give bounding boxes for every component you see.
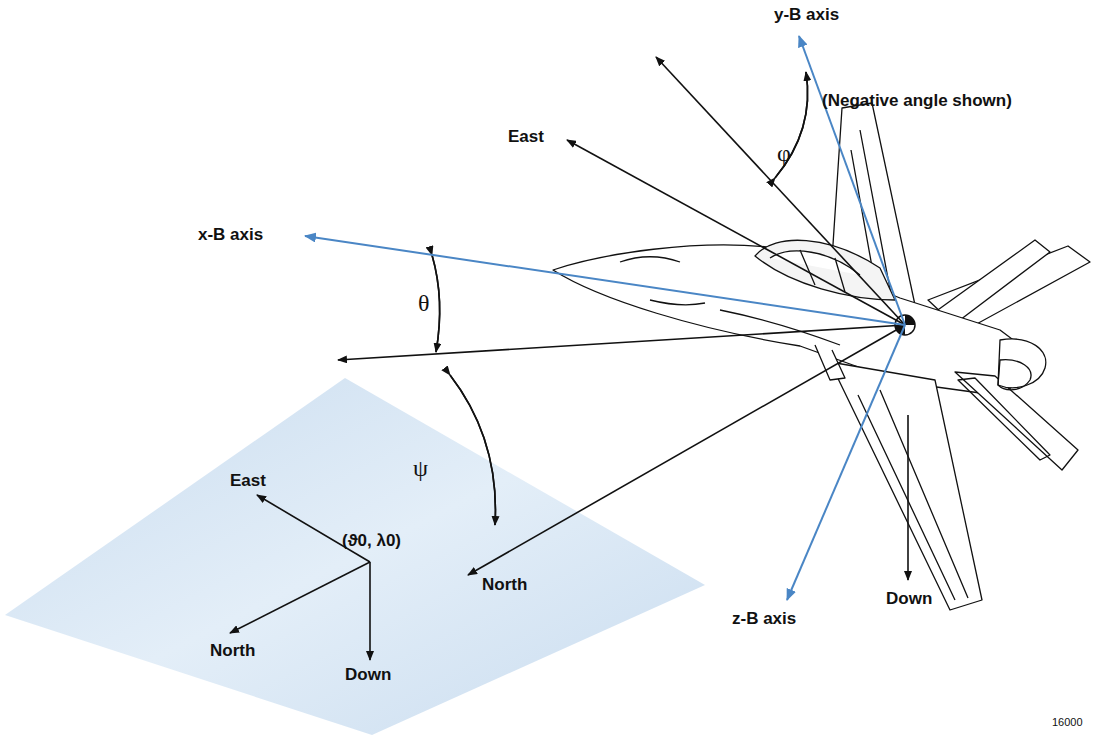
origin-coordinates: (ϑ0, λ0) [342, 532, 401, 551]
body-axes [305, 36, 905, 600]
angle-symbol: φ [777, 140, 791, 166]
axis-label: x-B axis [198, 226, 263, 245]
note-text: (Negative angle shown) [822, 92, 1012, 111]
ground-plane [5, 378, 705, 735]
ground-axes [230, 495, 370, 660]
direction-label: East [230, 472, 266, 491]
reference-lines [338, 57, 908, 580]
direction-label: North [210, 642, 255, 661]
aircraft [553, 103, 1090, 610]
direction-label: North [482, 576, 527, 595]
direction-label: Down [345, 666, 391, 685]
angle-symbol: θ [418, 290, 430, 316]
axis-label: z-B axis [732, 610, 796, 629]
figure-number: 16000 [1052, 716, 1083, 728]
direction-label: East [508, 128, 544, 147]
angle-symbol: ψ [413, 455, 428, 481]
axis-label: y-B axis [774, 6, 839, 25]
direction-label: Down [886, 590, 932, 609]
